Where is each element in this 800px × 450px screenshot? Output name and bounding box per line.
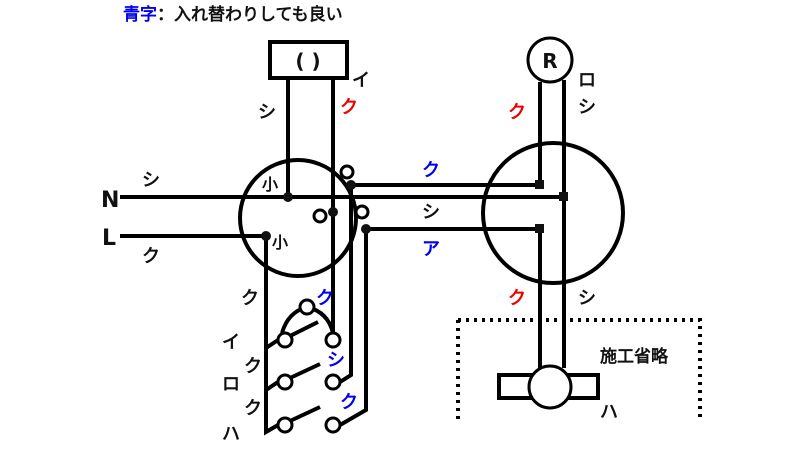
label: ク xyxy=(340,97,358,118)
label: イ xyxy=(222,332,240,353)
label: ア xyxy=(422,239,440,260)
label: シ xyxy=(142,170,160,191)
junction-dots xyxy=(261,180,568,241)
label: シ xyxy=(578,288,596,309)
label: イ xyxy=(352,70,370,91)
omitted-note: 施工省略 xyxy=(600,346,669,367)
label: ク xyxy=(508,102,526,123)
label: ク xyxy=(340,392,358,413)
line-L: L xyxy=(102,226,116,251)
left-junction-box xyxy=(238,158,358,278)
top-box-label: ( ) xyxy=(295,49,320,73)
label: シ xyxy=(327,350,345,371)
label: ロ xyxy=(222,374,240,395)
small-label-upper: 小 xyxy=(262,175,278,194)
label: ク xyxy=(316,288,334,309)
label: ク xyxy=(244,356,262,377)
label: ク xyxy=(508,288,526,309)
wires xyxy=(120,78,566,436)
line-N: N xyxy=(101,188,119,213)
label: ハ xyxy=(222,424,240,445)
omitted-area-border xyxy=(456,318,702,420)
bottom-fixture-lamp xyxy=(527,364,573,410)
lamp-R xyxy=(526,36,574,84)
label: ク xyxy=(422,160,440,181)
wire-labels: シ イ ク シ ク ク シ ア ク ロ シ ク シ ク ク イ ク シ ロ ク … xyxy=(142,70,618,445)
label: シ xyxy=(258,102,276,123)
label: ク xyxy=(244,398,262,419)
label: ク xyxy=(142,246,160,267)
label: シ xyxy=(578,97,596,118)
right-junction-box xyxy=(481,141,625,285)
lamp-R-label: R xyxy=(542,49,557,73)
label: シ xyxy=(422,202,440,223)
terminals xyxy=(276,164,370,434)
legend: 青字：入れ替わりしても良い xyxy=(123,4,343,25)
small-label-lower: 小 xyxy=(272,233,288,252)
label: ク xyxy=(241,288,259,309)
label: ロ xyxy=(578,70,596,91)
top-fixture-box xyxy=(268,40,349,80)
label: ハ xyxy=(600,402,618,423)
